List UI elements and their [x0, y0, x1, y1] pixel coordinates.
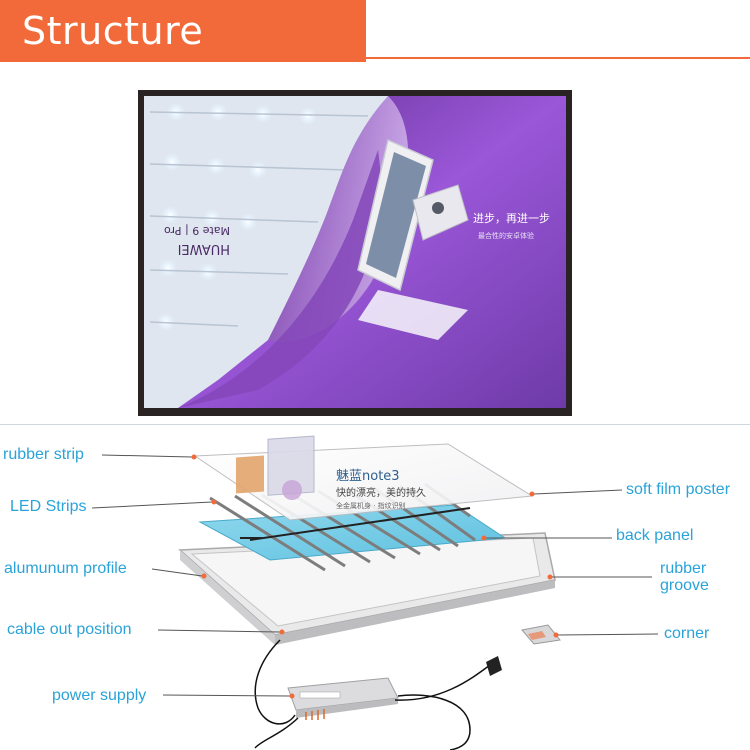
peeled-fabric [268, 96, 409, 342]
poster-brand: 魅蓝note3 [336, 469, 400, 484]
poster-sub: 全金属机身 · 指纹识别 [336, 501, 406, 510]
fabric-fold [178, 150, 381, 408]
header-underline [366, 57, 750, 59]
label-rubber-groove-line1: rubber [660, 560, 707, 577]
led-cable [240, 507, 471, 541]
label-rubber-strip: rubber strip [3, 446, 84, 463]
poster-slogan: 快的漂亮，美的持久 [336, 486, 426, 499]
mirrored-brand-text: HUAWEI Mate 9 | Pro [164, 224, 230, 256]
plug [486, 656, 502, 676]
label-power-supply: power supply [52, 687, 147, 704]
exposed-back-area [144, 96, 388, 408]
header-bar [0, 0, 366, 62]
power-cables [254, 639, 491, 750]
svg-text:HUAWEI: HUAWEI [178, 241, 230, 256]
label-rubber-groove-line2: groove [660, 577, 709, 594]
slogan-main: 进步，再进一步 [473, 212, 550, 225]
leader-lines [91, 454, 659, 697]
exploded-structure-diagram: 魅蓝note3 快的漂亮，美的持久 全金属机身 · 指纹识别 [91, 435, 659, 750]
label-back-panel: back panel [616, 527, 694, 544]
section-divider [0, 424, 750, 425]
leader-dots [191, 454, 559, 699]
led-grid [149, 103, 369, 331]
label-cable-out-position: cable out position [7, 621, 132, 638]
label-aluminum-profile: alumunum profile [4, 560, 127, 577]
label-led-strips: LED Strips [10, 498, 87, 515]
slogan-sub: 最合性的安卓体验 [478, 231, 534, 240]
label-soft-film-poster: soft film poster [626, 481, 731, 498]
corner-piece [521, 624, 561, 645]
power-supply-unit [287, 677, 399, 720]
svg-text:Mate 9 | Pro: Mate 9 | Pro [164, 224, 230, 237]
lightbox-photo: HUAWEI Mate 9 | Pro 进步，再进一步 最合性的安卓体验 [138, 90, 572, 416]
page-title: Structure [22, 9, 204, 53]
phone-graphic [357, 138, 469, 340]
label-rubber-groove: rubber groove [660, 560, 709, 594]
label-corner: corner [664, 625, 710, 642]
soft-film-poster: 魅蓝note3 快的漂亮，美的持久 全金属机身 · 指纹识别 [193, 435, 534, 521]
